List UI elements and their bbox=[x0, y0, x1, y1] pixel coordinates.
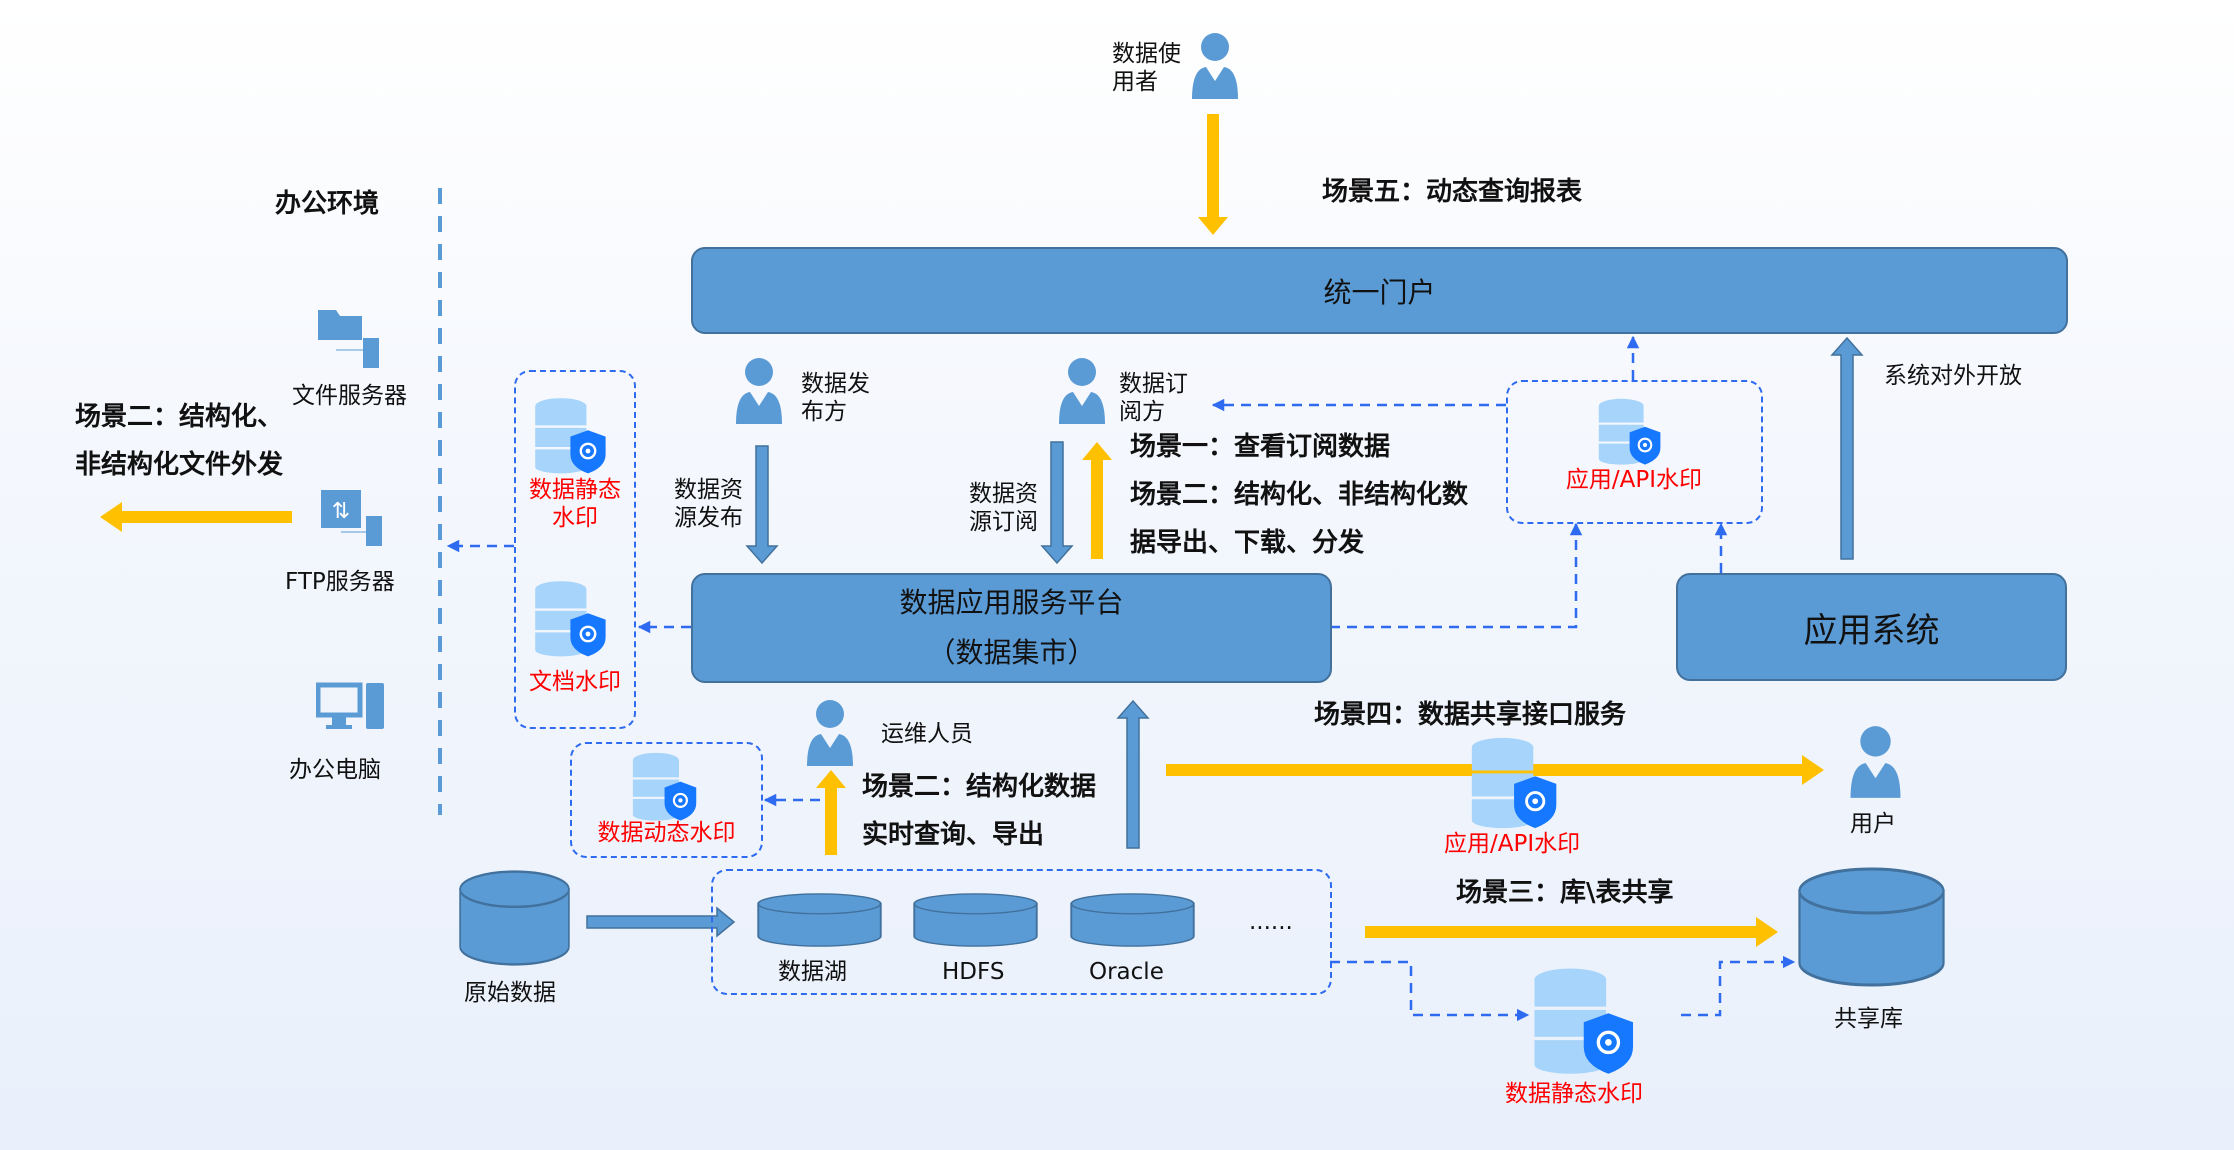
office-env-title: 办公环境 bbox=[275, 189, 380, 219]
subscribe-resource-label: 数据资 源订阅 bbox=[969, 481, 1038, 535]
static-share-watermark-db-icon bbox=[1530, 964, 1642, 1076]
unified-portal-label: 统一门户 bbox=[1323, 275, 1436, 309]
scenario2-export-line1: 场景二：结构化、非结构化数 bbox=[1130, 480, 1469, 510]
file-server-label: 文件服务器 bbox=[292, 383, 407, 409]
raw-data-cylinder-icon bbox=[459, 870, 570, 966]
arrow-office-export bbox=[100, 502, 292, 532]
arrow-open-up bbox=[1830, 336, 1864, 560]
publisher-person-icon bbox=[734, 356, 784, 426]
hdfs-cylinder-icon bbox=[913, 893, 1038, 947]
user-label: 用户 bbox=[1850, 811, 1896, 837]
platform-subtitle: （数据集市） bbox=[927, 636, 1096, 669]
app-api-watermark-label: 应用/API水印 bbox=[1565, 467, 1703, 493]
scenario1-label: 场景一：查看订阅数据 bbox=[1130, 432, 1391, 462]
scenario5-label: 场景五：动态查询报表 bbox=[1322, 177, 1583, 207]
scenario3-label: 场景三：库\表共享 bbox=[1456, 878, 1674, 908]
platform-title: 数据应用服务平台 bbox=[899, 586, 1124, 619]
data-user-person-icon bbox=[1190, 31, 1240, 101]
ops-person-icon bbox=[805, 698, 855, 768]
solid-arrows bbox=[586, 336, 1864, 938]
hdfs-label: HDFS bbox=[942, 959, 1005, 985]
scenario2-realtime-line1: 场景二：结构化数据 bbox=[862, 772, 1097, 802]
app-api-watermark-db-icon bbox=[1596, 396, 1666, 466]
scenario2-office-line2: 非结构化文件外发 bbox=[75, 450, 284, 480]
data-lake-cylinder-icon bbox=[757, 893, 882, 947]
ops-label: 运维人员 bbox=[881, 721, 973, 747]
office-pc-icon bbox=[316, 681, 386, 731]
file-server-icon bbox=[316, 300, 386, 370]
oracle-label: Oracle bbox=[1089, 959, 1164, 985]
data-service-platform[interactable]: 数据应用服务平台 （数据集市） bbox=[691, 573, 1332, 683]
arrow-sources-up bbox=[1116, 699, 1150, 849]
scenario4-label: 场景四：数据共享接口服务 bbox=[1314, 700, 1627, 730]
app-api-watermark-group bbox=[1506, 380, 1763, 524]
office-watermark-group bbox=[514, 370, 636, 729]
data-user-label: 数据使 用者 bbox=[1112, 41, 1181, 95]
unified-portal[interactable]: 统一门户 bbox=[691, 247, 2068, 334]
arrow-raw-to-sources bbox=[586, 906, 736, 938]
static-watermark-label: 数据静态水印 bbox=[529, 477, 621, 531]
scenario2-export-line2: 据导出、下载、分发 bbox=[1130, 528, 1365, 558]
data-sources-group bbox=[711, 869, 1332, 995]
publish-resource-label: 数据资 源发布 bbox=[674, 477, 743, 531]
static-watermark-db-icon bbox=[532, 395, 612, 475]
arrow-ops-up bbox=[816, 770, 846, 855]
scenario2-realtime-line2: 实时查询、导出 bbox=[862, 820, 1045, 850]
data-lake-label: 数据湖 bbox=[778, 959, 847, 985]
shared-db-cylinder-icon bbox=[1798, 867, 1945, 987]
user-person-icon bbox=[1848, 724, 1903, 800]
dynamic-watermark-group bbox=[570, 742, 763, 858]
arrow-publish-down bbox=[745, 445, 779, 565]
ftp-server-label: FTP服务器 bbox=[285, 569, 395, 595]
application-system-label: 应用系统 bbox=[1803, 610, 1940, 651]
publisher-label: 数据发 布方 bbox=[801, 371, 870, 425]
document-watermark-label: 文档水印 bbox=[529, 669, 621, 695]
ftp-server-icon bbox=[319, 486, 389, 556]
oracle-cylinder-icon bbox=[1070, 893, 1195, 947]
static-share-watermark-label: 数据静态水印 bbox=[1505, 1081, 1643, 1107]
dynamic-watermark-db-icon bbox=[630, 750, 702, 822]
arrow-db-share bbox=[1365, 917, 1778, 947]
dynamic-watermark-label: 数据动态水印 bbox=[597, 820, 736, 846]
open-externally-label: 系统对外开放 bbox=[1884, 363, 2022, 389]
arrow-subscribe-up bbox=[1082, 442, 1112, 559]
document-watermark-db-icon bbox=[532, 578, 612, 658]
raw-data-label: 原始数据 bbox=[464, 980, 556, 1006]
arrow-user-to-portal bbox=[1198, 114, 1228, 235]
shared-db-label: 共享库 bbox=[1834, 1006, 1903, 1032]
subscriber-label: 数据订 阅方 bbox=[1119, 371, 1188, 425]
application-system[interactable]: 应用系统 bbox=[1676, 573, 2067, 681]
arrow-subscribe-down bbox=[1040, 441, 1074, 565]
api-share-watermark-db-icon bbox=[1468, 734, 1564, 830]
office-pc-label: 办公电脑 bbox=[289, 757, 381, 783]
scenario2-office-line1: 场景二：结构化、 bbox=[75, 402, 284, 432]
api-share-watermark-label: 应用/API水印 bbox=[1444, 831, 1581, 857]
more-sources-ellipsis: ...... bbox=[1249, 909, 1293, 935]
subscriber-person-icon bbox=[1057, 356, 1107, 426]
